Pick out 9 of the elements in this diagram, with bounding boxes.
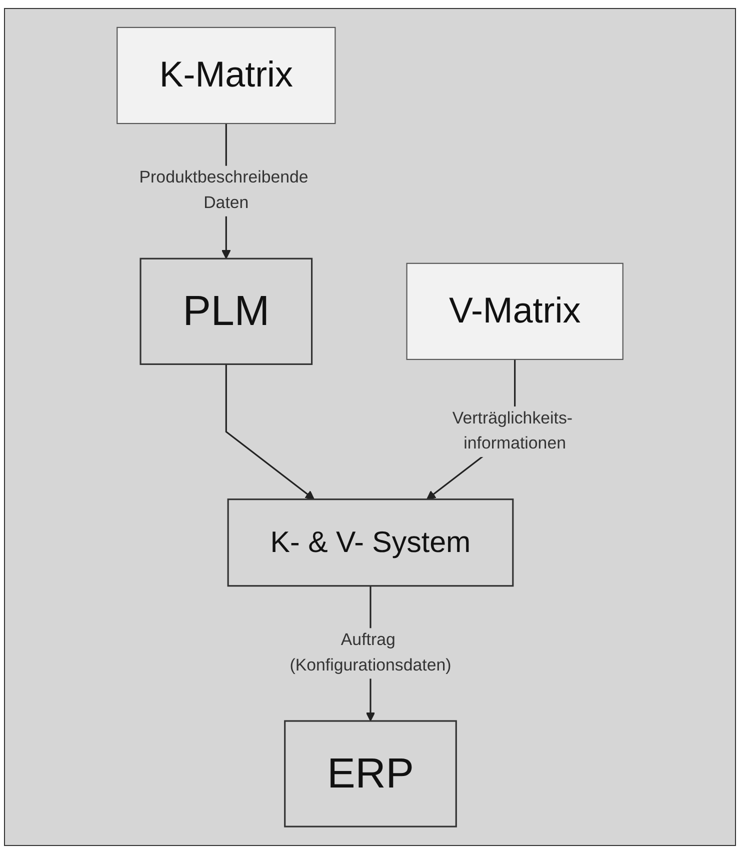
node-box: ERP — [284, 720, 457, 828]
node-box: PLM — [140, 258, 313, 365]
edge-label: Auftrag (Konfigurationsdaten) — [290, 631, 452, 675]
node-box: V-Matrix — [406, 262, 624, 360]
edge-label: Verträglichkeits- informationen — [452, 410, 573, 453]
node-box: K- & V- System — [227, 498, 514, 587]
arrow — [225, 364, 315, 500]
edge-label: Produktbeschreibende Daten — [139, 168, 308, 212]
node-box: K-Matrix — [116, 26, 336, 124]
